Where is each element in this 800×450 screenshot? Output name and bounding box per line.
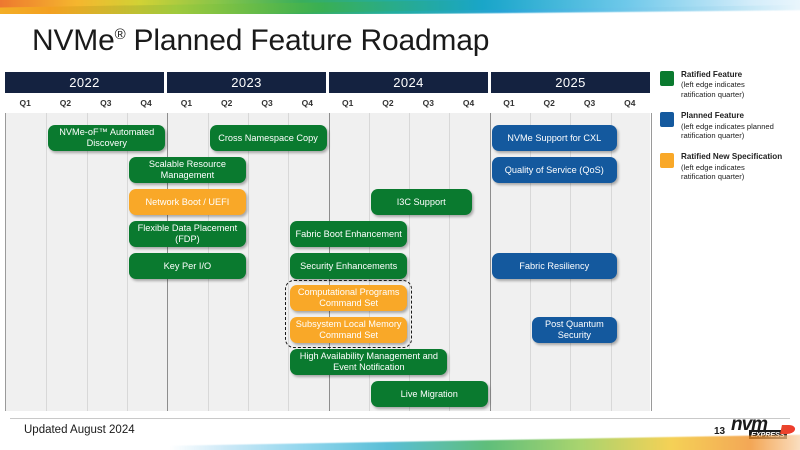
quarter-label-13: Q2 [543,98,555,108]
legend-item: Ratified New Specification(left edge ind… [660,152,798,181]
quarter-label-9: Q2 [382,98,394,108]
feature-box[interactable]: Live Migration [370,381,488,407]
quarter-label-15: Q4 [624,98,636,108]
feature-box[interactable]: High Availability Management and Event N… [290,349,448,375]
quarter-label-5: Q2 [221,98,233,108]
logo-swoosh-icon [780,425,796,434]
quarter-label-4: Q1 [180,98,193,108]
year-header-2022: 2022 [5,72,164,93]
footer-divider [10,418,790,419]
quarter-label-11: Q4 [462,98,475,108]
title-main-text: NVMe [32,24,115,57]
legend-swatch-green [660,71,674,86]
legend-text: Ratified Feature(left edge indicates rat… [681,70,745,99]
feature-box[interactable]: Subsystem Local Memory Command Set [290,317,408,343]
feature-box[interactable]: NVMe Support for CXL [491,125,617,151]
registered-trademark-symbol: ® [114,26,126,43]
quarter-label-2: Q3 [100,98,112,108]
quarter-label-12: Q1 [503,98,515,108]
legend-text: Ratified New Specification(left edge ind… [681,152,782,181]
feature-box[interactable]: Post Quantum Security [532,317,617,343]
legend-title: Ratified Feature [681,70,743,79]
bottom-rainbow-banner [0,434,800,450]
feature-box[interactable]: Cross Namespace Copy [209,125,327,151]
command-set-group-outline [285,280,413,348]
quarter-label-6: Q3 [261,98,273,108]
feature-box[interactable]: NVMe-oF™ Automated Discovery [48,125,166,151]
legend-swatch-blue [660,112,674,128]
legend-description: (left edge indicates planned ratificatio… [681,121,774,141]
feature-box[interactable]: Fabric Resiliency [491,253,617,279]
feature-box[interactable]: Security Enhancements [290,253,408,279]
legend-item: Planned Feature(left edge indicates plan… [660,111,798,140]
year-header-2023: 2023 [167,72,326,93]
feature-box[interactable]: Flexible Data Placement (FDP) [128,221,246,247]
feature-box[interactable]: Fabric Boot Enhancement [290,221,408,247]
quarter-label-3: Q4 [140,98,152,108]
grid-line-q7 [288,113,290,411]
feature-box[interactable]: Network Boot / UEFI [128,189,246,215]
updated-date-label: Updated August 2024 [24,424,135,436]
grid-line-q16 [651,113,652,411]
bottom-rainbow-band [169,434,800,450]
grid-line-q2 [86,113,88,411]
grid-line-q6 [247,113,249,411]
legend-swatch-orange [660,153,674,169]
grid-line-q1 [46,113,48,411]
grid-line-q11 [449,113,451,411]
logo-nvm-text: nvm [731,414,768,435]
legend-text: Planned Feature(left edge indicates plan… [681,111,774,140]
quarter-label-7: Q4 [301,98,314,108]
feature-box[interactable]: Quality of Service (QoS) [491,157,617,183]
legend: Ratified Feature(left edge indicates rat… [660,70,798,194]
legend-description: (left edge indicates ratification quarte… [681,162,745,182]
feature-box[interactable]: Scalable Resource Management [128,157,246,183]
quarter-label-0: Q1 [19,98,31,108]
title-rest-text: Planned Feature Roadmap [125,24,490,57]
page-title: NVMe® Planned Feature Roadmap [32,24,489,58]
year-header-2024: 2024 [329,72,488,93]
year-header-2025: 2025 [491,72,650,93]
top-rainbow-banner [0,0,800,14]
quarter-label-14: Q3 [583,98,596,108]
feature-box[interactable]: Computational Programs Command Set [290,285,408,311]
feature-box[interactable]: Key Per I/O [128,253,246,279]
feature-box[interactable]: I3C Support [370,189,472,215]
quarter-label-10: Q3 [422,98,434,108]
grid-line-q10 [409,113,411,411]
quarter-label-8: Q1 [341,98,354,108]
legend-item: Ratified Feature(left edge indicates rat… [660,70,798,99]
roadmap-timeline-grid: NVMe-oF™ Automated Discovery Cross Namesp… [5,113,652,411]
legend-title: Planned Feature [681,111,744,121]
legend-title: Ratified New Specification [681,152,783,162]
grid-line-q12 [489,113,491,411]
page-number: 13 [714,426,726,437]
quarter-label-1: Q2 [59,98,72,108]
grid-line-q3 [126,113,128,411]
legend-description: (left edge indicates ratification quarte… [681,80,745,99]
quarter-label-row: Q1 Q2 Q3 Q4 Q1 Q2 Q3 Q4 Q1 Q2 Q3 Q4 Q1 Q2 Q3 Q4 [5,96,650,110]
